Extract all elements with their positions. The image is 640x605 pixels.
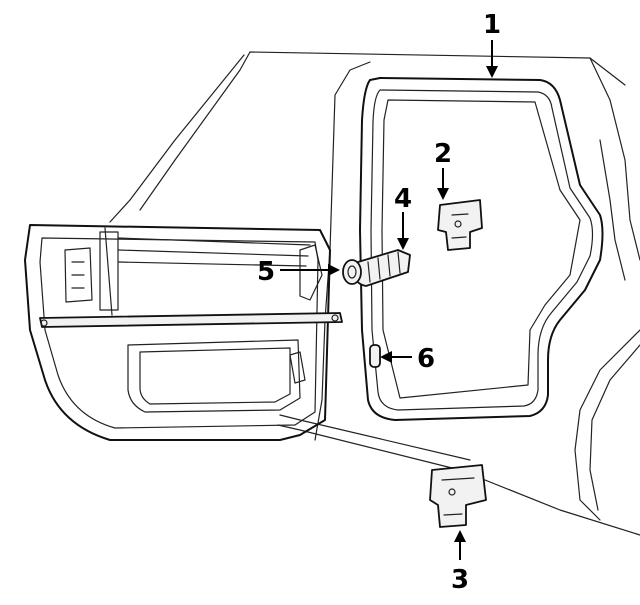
callout-4: 4 xyxy=(394,184,412,214)
rocker-inner xyxy=(279,414,471,461)
rear-pillar-inner xyxy=(599,139,626,281)
plug xyxy=(369,344,381,368)
front-pillar-line xyxy=(109,54,245,223)
rear-pillar xyxy=(589,57,640,261)
callout-1: 1 xyxy=(483,10,501,40)
door-window-frame-left xyxy=(104,227,113,316)
door-hinge-upper-side xyxy=(299,244,323,301)
grommet xyxy=(342,259,362,285)
door-weatherstrip xyxy=(359,77,604,421)
callout-5: 5 xyxy=(257,257,275,287)
vehicle-body xyxy=(109,51,640,536)
wheel-arch-outer xyxy=(574,329,640,521)
callout-3: 3 xyxy=(451,565,469,595)
lower-hinge xyxy=(429,464,487,528)
door-window-channel xyxy=(99,231,119,311)
roof-line xyxy=(249,51,626,86)
door-trim-panel xyxy=(127,339,301,413)
wheel-arch-inner xyxy=(589,344,640,511)
wiring-boot xyxy=(354,249,411,287)
callout-labels: 1 2 3 4 5 6 xyxy=(257,10,501,595)
callout-2: 2 xyxy=(434,139,452,169)
rear-door xyxy=(24,224,343,441)
front-pillar-inner xyxy=(139,51,251,211)
callout-6: 6 xyxy=(417,344,435,374)
upper-hinge xyxy=(437,199,483,251)
door-side-bar xyxy=(39,312,343,328)
door-hinge-lower-side xyxy=(289,351,306,384)
callout-leaders xyxy=(280,40,498,560)
door-inner-lock xyxy=(64,247,93,303)
